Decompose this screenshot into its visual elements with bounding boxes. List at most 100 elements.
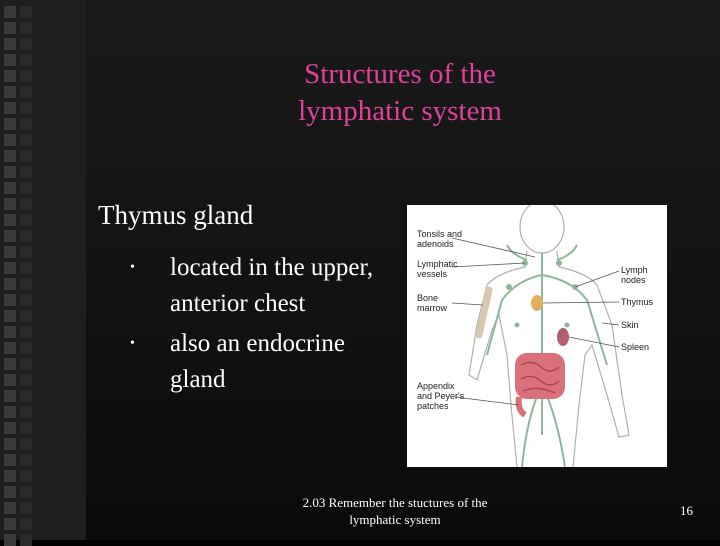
decorative-square — [20, 246, 32, 258]
right-body-outline — [556, 250, 630, 467]
decorative-square — [4, 294, 16, 306]
lymphatic-system-diagram: Tonsils and adenoids Lymphatic vessels B… — [407, 205, 667, 467]
decorative-side-strip — [0, 0, 86, 546]
decorative-square — [4, 22, 16, 34]
decorative-square — [20, 518, 32, 530]
intestine-illustration — [515, 353, 565, 418]
label-lymphatic-vessels: Lymphatic vessels — [417, 259, 458, 279]
label-line: marrow — [417, 303, 448, 313]
decorative-square — [4, 54, 16, 66]
decorative-square — [4, 134, 16, 146]
bullet-item: • also an endocrine gland — [130, 326, 400, 398]
bullet-dot-icon: • — [130, 260, 135, 275]
decorative-square — [4, 454, 16, 466]
decorative-square — [4, 262, 16, 274]
decorative-square — [20, 502, 32, 514]
decorative-square — [20, 374, 32, 386]
bullet-text-line: also an endocrine — [170, 330, 345, 357]
label-appendix: Appendix and Peyer's patches — [417, 381, 464, 411]
decorative-square — [4, 102, 16, 114]
label-tonsils: Tonsils and adenoids — [417, 229, 462, 249]
decorative-square — [4, 342, 16, 354]
decorative-square — [20, 70, 32, 82]
decorative-square — [4, 486, 16, 498]
label-spleen: Spleen — [621, 342, 650, 352]
decorative-square — [4, 406, 16, 418]
label-line: Lymph — [621, 265, 648, 275]
decorative-square — [20, 134, 32, 146]
bone-marrow-illustration — [475, 286, 493, 339]
decorative-square — [20, 454, 32, 466]
label-lymph-nodes: Lymph nodes — [621, 265, 648, 285]
decorative-square — [4, 246, 16, 258]
decorative-square — [4, 198, 16, 210]
decorative-square — [20, 230, 32, 242]
label-line: Tonsils and — [417, 229, 463, 239]
decorative-square — [20, 214, 32, 226]
decorative-square — [20, 342, 32, 354]
page-number: 16 — [680, 503, 693, 518]
thymus-illustration — [531, 295, 543, 311]
decorative-square — [20, 102, 32, 114]
decorative-square — [4, 374, 16, 386]
decorative-square — [4, 70, 16, 82]
bullet-text-line: gland — [170, 366, 226, 393]
label-bone-marrow: Bone marrow — [417, 293, 447, 313]
decorative-square — [4, 230, 16, 242]
footer-line-2: lymphatic system — [349, 512, 441, 527]
decorative-square — [4, 326, 16, 338]
label-line: Appendix — [417, 381, 455, 391]
decorative-square — [4, 470, 16, 482]
decorative-square — [4, 438, 16, 450]
head-outline — [519, 205, 565, 254]
label-line: vessels — [417, 269, 448, 279]
decorative-square — [20, 54, 32, 66]
decorative-square — [4, 150, 16, 162]
decorative-square — [4, 278, 16, 290]
decorative-square — [20, 358, 32, 370]
left-arm-vessel — [486, 274, 543, 356]
decorative-square — [20, 470, 32, 482]
title-line-2: lymphatic system — [298, 95, 502, 127]
title-line-1: Structures of the — [304, 58, 496, 90]
decorative-square — [20, 262, 32, 274]
right-arm-vessel — [541, 274, 608, 366]
decorative-square — [20, 6, 32, 18]
decorative-square — [20, 310, 32, 322]
decorative-square — [20, 422, 32, 434]
decorative-square — [20, 406, 32, 418]
decorative-square — [20, 118, 32, 130]
decorative-square — [4, 166, 16, 178]
decorative-square — [20, 22, 32, 34]
decorative-square — [20, 326, 32, 338]
decorative-square — [20, 486, 32, 498]
decorative-square — [20, 182, 32, 194]
footer-line-1: 2.03 Remember the stuctures of the — [302, 495, 488, 510]
bullet-dot-icon: • — [130, 336, 135, 351]
decorative-square — [20, 294, 32, 306]
spleen-illustration — [557, 328, 569, 346]
decorative-square — [4, 118, 16, 130]
label-line: Bone — [417, 293, 439, 303]
decorative-square — [4, 86, 16, 98]
decorative-square — [20, 438, 32, 450]
decorative-square — [4, 390, 16, 402]
section-heading: Thymus gland — [98, 200, 254, 230]
decorative-square — [20, 534, 32, 546]
decorative-square — [4, 182, 16, 194]
neck-vessel-left — [506, 244, 528, 261]
decorative-square — [20, 166, 32, 178]
body-illustration — [451, 205, 630, 467]
decorative-square — [20, 198, 32, 210]
decorative-square — [20, 150, 32, 162]
bullet-list: • located in the upper, anterior chest •… — [130, 250, 400, 402]
decorative-square — [4, 502, 16, 514]
decorative-square — [4, 6, 16, 18]
label-thymus: Thymus — [621, 297, 654, 307]
bullet-text-line: anterior chest — [170, 290, 306, 317]
decorative-square — [4, 214, 16, 226]
decorative-square — [20, 278, 32, 290]
label-skin: Skin — [621, 320, 639, 330]
decorative-square — [4, 358, 16, 370]
label-line: Lymphatic — [417, 259, 458, 269]
